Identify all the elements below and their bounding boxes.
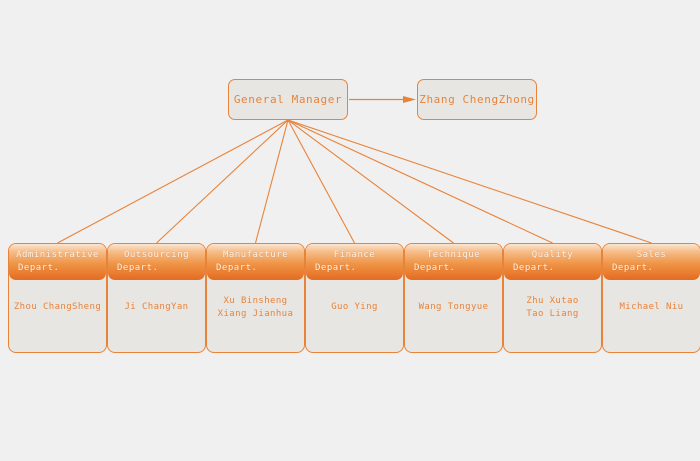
dept-name: Quality [531,250,574,260]
dept-member: Zhu Xutao [526,295,579,306]
hierarchy-line [287,119,553,244]
dept-members: Zhou ChangSheng [9,280,106,352]
dept-suffix: Depart. [315,263,357,273]
node-assistant-label: Zhang ChengZhong [419,93,535,106]
dept-member: Xu Binsheng [223,295,288,306]
dept-name: Outsourcing [123,250,190,260]
node-assistant[interactable]: Zhang ChengZhong [417,79,537,120]
dept-name: Administrative [16,250,99,260]
dept-name: Manufacture [222,250,289,260]
dept-suffix: Depart. [414,263,456,273]
hierarchy-line [287,119,454,244]
hierarchy-line [287,119,355,244]
hierarchy-line [287,119,652,244]
node-general-manager-label: General Manager [233,93,343,106]
dept-members: Guo Ying [306,280,403,352]
dept-name: Finance [333,250,376,260]
dept-member: Zhou ChangSheng [13,302,102,312]
dept-member: Xiang Jianhua [217,308,294,319]
dept-name: Sales [636,250,667,260]
dept-suffix: Depart. [18,263,60,273]
dept-members: Ji ChangYan [108,280,205,352]
assistant-connector [349,96,416,103]
hierarchy-line [57,119,289,244]
hierarchy-line [254,119,289,244]
dept-suffix: Depart. [216,263,258,273]
arrow-right-icon [403,96,416,103]
dept-suffix: Depart. [513,263,555,273]
hierarchy-lines [57,119,652,244]
dept-member: Guo Ying [331,302,378,312]
dept-member: Tao Liang [526,308,579,319]
dept-members: Wang Tongyue [405,280,502,352]
dept-suffix: Depart. [612,263,654,273]
dept-members: Michael Niu [603,280,700,352]
node-general-manager[interactable]: General Manager [228,79,348,120]
dept-member: Michael Niu [619,302,684,312]
dept-suffix: Depart. [117,263,159,273]
dept-member: Wang Tongyue [418,302,489,312]
dept-name: Technique [426,250,481,260]
hierarchy-line [156,119,289,244]
dept-member: Ji ChangYan [124,302,189,312]
